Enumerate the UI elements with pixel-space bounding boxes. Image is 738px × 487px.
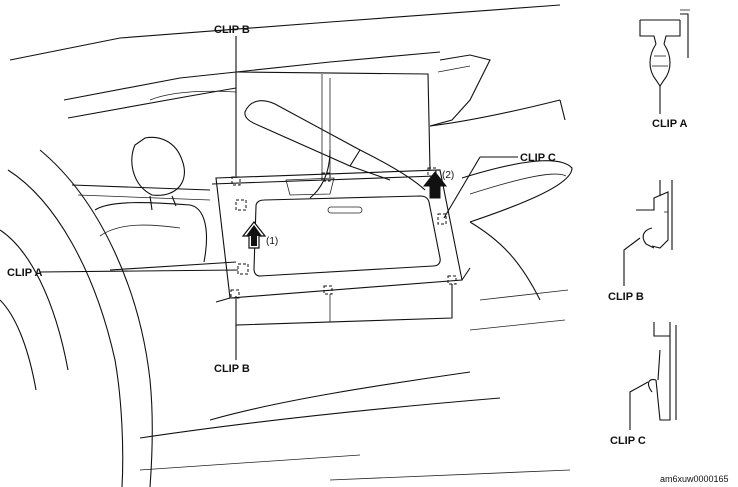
- clip-b-bottom-label: CLIP B: [214, 363, 250, 375]
- labels: CLIP B CLIP A CLIP B CLIP C (1) (2) CLIP…: [7, 24, 729, 484]
- step-2-label: (2): [442, 170, 454, 181]
- up-arrow-icon: [422, 171, 448, 199]
- clip-b-detail: [623, 180, 673, 286]
- clip-marker: [235, 199, 247, 211]
- step-1-label: (1): [266, 236, 278, 247]
- frame-lines: [235, 71, 453, 326]
- clip-marker: [231, 176, 241, 186]
- console-panel: [211, 169, 471, 303]
- clip-marker: [230, 289, 240, 299]
- up-arrow-icon: [241, 221, 267, 249]
- detail-clip-b-label: CLIP B: [608, 291, 644, 303]
- clip-markers: [230, 167, 457, 299]
- clip-c-detail: [629, 322, 677, 430]
- leader-lines: [39, 36, 518, 360]
- clip-a-left-label: CLIP A: [7, 267, 43, 279]
- steering-wheel: [0, 149, 153, 487]
- console-outline: [9, 4, 573, 481]
- shift-lever: [71, 136, 237, 271]
- figure-code: am6xuw0000165: [660, 474, 729, 484]
- clip-b-top-label: CLIP B: [214, 24, 250, 36]
- clip-a-detail: [639, 9, 690, 114]
- clip-c-right-label: CLIP C: [520, 152, 556, 164]
- clip-marker: [437, 213, 447, 225]
- detail-clip-a-label: CLIP A: [652, 118, 688, 130]
- clip-marker: [447, 275, 457, 285]
- clip-marker: [237, 263, 249, 275]
- parking-brake-lever: [244, 100, 426, 199]
- clip-marker: [323, 285, 333, 295]
- clip-marker: [321, 172, 331, 182]
- detail-clip-c-label: CLIP C: [610, 435, 646, 447]
